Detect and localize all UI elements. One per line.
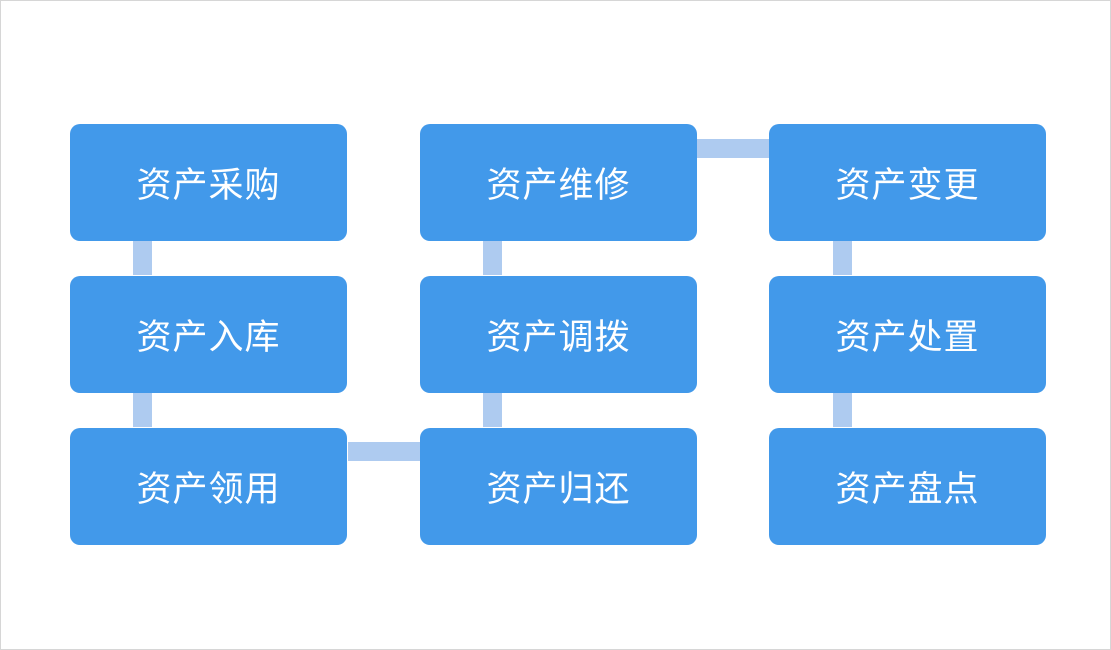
node-asset-inventory: 资产盘点 <box>769 428 1046 545</box>
node-asset-transfer: 资产调拨 <box>420 276 697 393</box>
connector-inbound-requisition <box>133 393 152 427</box>
connector-transfer-repair <box>483 241 502 275</box>
node-asset-repair: 资产维修 <box>420 124 697 241</box>
connector-disposal-inventory <box>833 393 852 427</box>
connector-change-disposal <box>833 241 852 275</box>
node-asset-purchase: 资产采购 <box>70 124 347 241</box>
node-asset-inbound: 资产入库 <box>70 276 347 393</box>
connector-requisition-return <box>348 442 421 461</box>
node-asset-return: 资产归还 <box>420 428 697 545</box>
connector-repair-change <box>697 139 770 158</box>
connector-return-transfer <box>483 393 502 427</box>
node-asset-requisition: 资产领用 <box>70 428 347 545</box>
connector-purchase-inbound <box>133 241 152 275</box>
node-asset-change: 资产变更 <box>769 124 1046 241</box>
node-asset-disposal: 资产处置 <box>769 276 1046 393</box>
